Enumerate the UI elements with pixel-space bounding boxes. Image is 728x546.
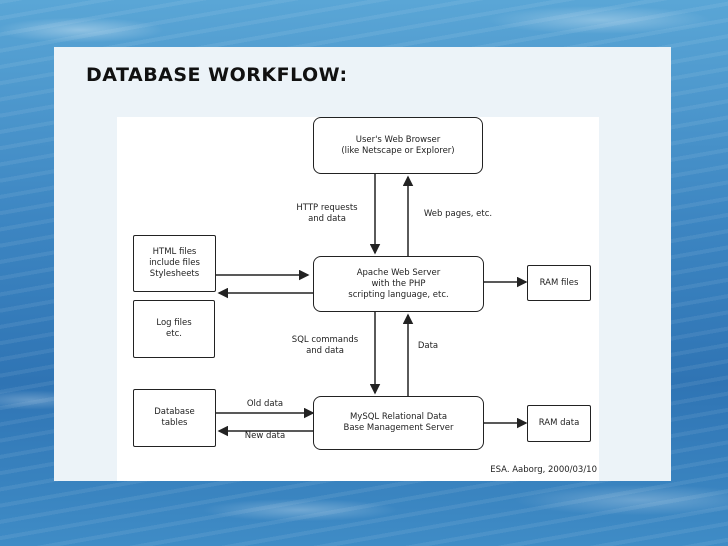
ram-data-box: RAM data xyxy=(527,405,591,442)
ram-files-box: RAM files xyxy=(527,265,591,301)
new-data-label: New data xyxy=(244,431,286,441)
slide-title: DATABASE WORKFLOW: xyxy=(86,64,348,86)
diagram-arrows xyxy=(216,174,528,437)
workflow-diagram: User's Web Browser (like Netscape or Exp… xyxy=(117,117,599,481)
credit-label: ESA. Aaborg, 2000/03/10 xyxy=(490,465,597,475)
log-files-box: Log files etc. xyxy=(133,300,215,358)
sql-commands-label: SQL commands and data xyxy=(291,335,359,356)
http-requests-label: HTTP requests and data xyxy=(296,203,358,224)
mysql-server-box: MySQL Relational Data Base Management Se… xyxy=(313,396,484,450)
web-browser-box: User's Web Browser (like Netscape or Exp… xyxy=(313,117,483,174)
web-pages-label: Web pages, etc. xyxy=(423,209,493,219)
apache-server-box: Apache Web Server with the PHP scripting… xyxy=(313,256,484,312)
data-label: Data xyxy=(417,341,439,351)
old-data-label: Old data xyxy=(246,399,284,409)
html-files-box: HTML files include files Stylesheets xyxy=(133,235,216,292)
slide-panel: DATABASE WORKFLOW: xyxy=(54,47,671,481)
database-tables-box: Database tables xyxy=(133,389,216,447)
